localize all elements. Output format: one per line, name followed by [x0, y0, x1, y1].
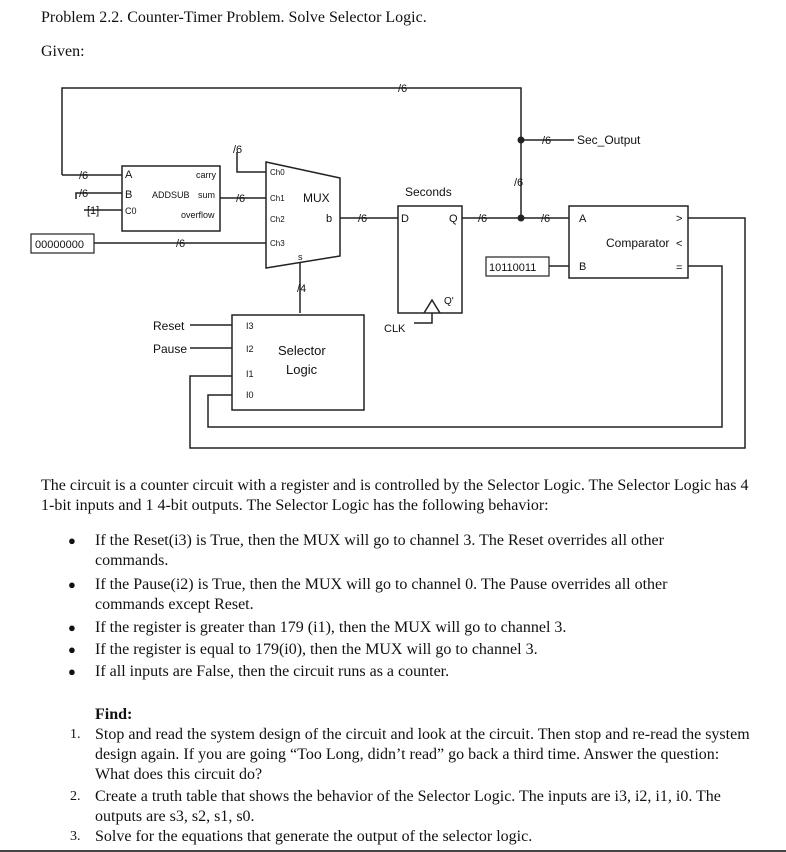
sel-i3: I3 [246, 321, 254, 331]
mux-out-label: b [326, 213, 332, 225]
find-text: Solve for the equations that generate th… [95, 828, 533, 845]
intro-paragraph: The circuit is a counter circuit with a … [41, 477, 749, 514]
problem-title: Problem 2.2. Counter-Timer Problem. Solv… [41, 9, 427, 26]
find-text: Stop and read the system design of the c… [95, 726, 750, 783]
bullet-text: If the register is equal to 179(i0), the… [95, 641, 538, 658]
addsub-overflow-label: overflow [181, 210, 215, 220]
mux-out-width: /6 [358, 213, 367, 225]
mux-ch0: Ch0 [270, 168, 285, 177]
mux-name: MUX [303, 191, 330, 205]
mux-sel-label: s [298, 252, 303, 262]
find-heading: Find: [95, 706, 133, 723]
comp-eq: = [676, 262, 682, 274]
sel-i1: I1 [246, 369, 254, 379]
bullet-text: If all inputs are False, then the circui… [95, 663, 450, 680]
find-number: 3. [70, 829, 81, 844]
selector-name-2: Logic [286, 362, 318, 377]
bullet-icon: ● [68, 642, 76, 657]
register-d: D [401, 213, 409, 225]
bullet-text: If the register is greater than 179 (i1)… [95, 619, 567, 636]
mux-ch2: Ch2 [270, 215, 285, 224]
cin-label: [1] [87, 205, 99, 217]
comp-b-label: B [579, 261, 586, 273]
addsub-b-width: /6 [79, 188, 88, 200]
bullet-icon: ● [68, 620, 76, 635]
comp-a-width: /6 [541, 213, 550, 225]
reset-label: Reset [153, 319, 185, 333]
comp-a-label: A [579, 213, 587, 225]
sec-output-label: Sec_Output [577, 133, 641, 147]
bottom-rule [0, 850, 786, 852]
addsub-name: ADDSUB [152, 190, 190, 200]
pause-label: Pause [153, 342, 187, 356]
addsub-b-label: B [125, 189, 132, 201]
addsub-carry-label: carry [196, 170, 216, 180]
tap-width: /6 [514, 177, 523, 189]
mux-sel-width: /4 [297, 283, 306, 295]
init-width: /6 [176, 238, 185, 250]
addsub-a-label: A [125, 169, 133, 181]
mux-ch3: Ch3 [270, 239, 285, 248]
feedback-width: /6 [233, 144, 242, 156]
circuit-diagram: /6 /6 /6 /6 [1] A B C0 carry ADDSUB sum … [30, 83, 746, 449]
sel-i2: I2 [246, 344, 254, 354]
find-number: 1. [70, 727, 81, 742]
init-value: 00000000 [35, 239, 84, 251]
q-width: /6 [478, 213, 487, 225]
bullet-icon: ● [68, 577, 76, 592]
top-bus-width: /6 [398, 83, 407, 95]
selector-name-1: Selector [278, 343, 326, 358]
comp-gt: > [676, 213, 682, 225]
register-q: Q [449, 213, 458, 225]
bullet-icon: ● [68, 533, 76, 548]
mux-ch1: Ch1 [270, 194, 285, 203]
register-qn: Q' [444, 296, 454, 307]
bullet-icon: ● [68, 664, 76, 679]
clk-label: CLK [384, 323, 406, 335]
sum-width: /6 [236, 193, 245, 205]
bullet-text: If the Reset(i3) is True, then the MUX w… [95, 532, 664, 569]
find-number: 2. [70, 789, 81, 804]
addsub-a-width: /6 [79, 170, 88, 182]
bullet-text: If the Pause(i2) is True, then the MUX w… [95, 576, 668, 613]
comp-const: 10110011 [489, 262, 536, 274]
register-name: Seconds [405, 185, 452, 199]
comparator-name: Comparator [606, 236, 669, 250]
find-text: Create a truth table that shows the beha… [95, 788, 721, 825]
given-heading: Given: [41, 43, 85, 60]
comp-lt: < [676, 238, 682, 250]
sec-output-width: /6 [542, 135, 551, 147]
addsub-ci-label: C0 [125, 206, 137, 216]
sel-i0: I0 [246, 390, 254, 400]
addsub-sum-label: sum [198, 190, 215, 200]
